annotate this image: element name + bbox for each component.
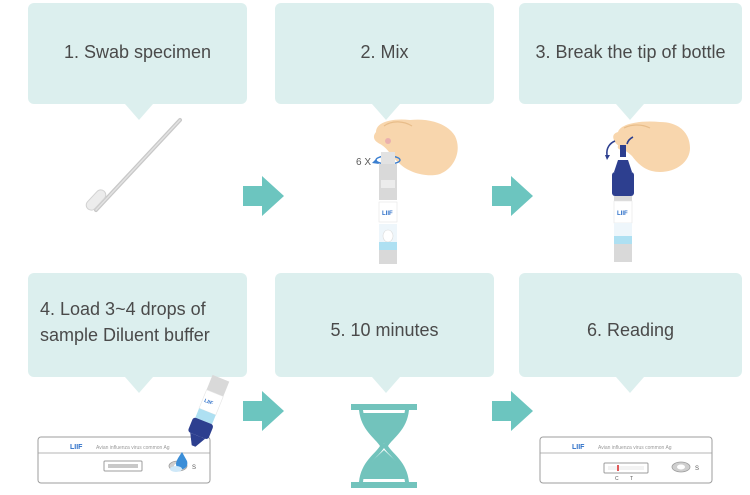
bend-arrow-icon: [605, 136, 634, 160]
control-line-text: C: [615, 476, 619, 482]
droplet-icon: [170, 452, 188, 472]
tube-icon: LIIF: [378, 152, 398, 264]
step-4-bubble: [28, 273, 247, 393]
step-6-label: 6. Reading: [586, 320, 675, 340]
dropper-bottle-icon: LIIF: [612, 145, 634, 262]
result-brand-text: LIIF: [572, 444, 585, 451]
result-device-text: Avian influenza virus common Ag: [598, 445, 672, 451]
tube-brand-text: LIIF: [382, 211, 393, 217]
arrow-right-icon: [492, 391, 533, 431]
step-6-bubble: [519, 273, 742, 393]
result-cassette-icon: LIIF Avian influenza virus common Ag C T…: [539, 436, 713, 484]
sample-mark-text: S: [192, 465, 196, 471]
step-1-bubble: [28, 3, 247, 120]
step-2-bubble: [275, 3, 494, 120]
cassette-device-text: Avian influenza virus common Ag: [96, 445, 170, 451]
step-4-label-line-2: sample Diluent buffer: [40, 325, 210, 345]
step-5-bubble: [275, 273, 494, 393]
cassette-brand-text: LIIF: [70, 444, 83, 451]
dropper-brand-text: LIIF: [203, 398, 213, 407]
step-3-label: 3. Break the tip of bottle: [535, 42, 726, 62]
swab-icon: [85, 118, 182, 212]
step-3-bubble: [519, 3, 742, 120]
test-cassette-icon: LIIF Avian influenza virus common Ag S: [37, 436, 211, 484]
step-5-label: 5. 10 minutes: [330, 320, 439, 340]
tilted-dropper-icon: LIIF: [188, 374, 230, 447]
arrow-right-icon: [492, 176, 533, 216]
bottle-brand-text: LIIF: [617, 211, 628, 217]
test-line-text: T: [630, 476, 633, 482]
mix-count-text: 6 X: [356, 157, 371, 168]
result-sample-mark-text: S: [695, 466, 699, 472]
mix-hand-icon: [373, 119, 458, 176]
step-4-label-line-1: 4. Load 3~4 drops of: [40, 299, 206, 319]
arrow-right-icon: [243, 176, 284, 216]
arrow-right-icon: [243, 391, 284, 431]
step-2-label: 2. Mix: [360, 42, 409, 62]
hourglass-icon: [351, 404, 417, 488]
step-1-label: 1. Swab specimen: [63, 42, 212, 62]
